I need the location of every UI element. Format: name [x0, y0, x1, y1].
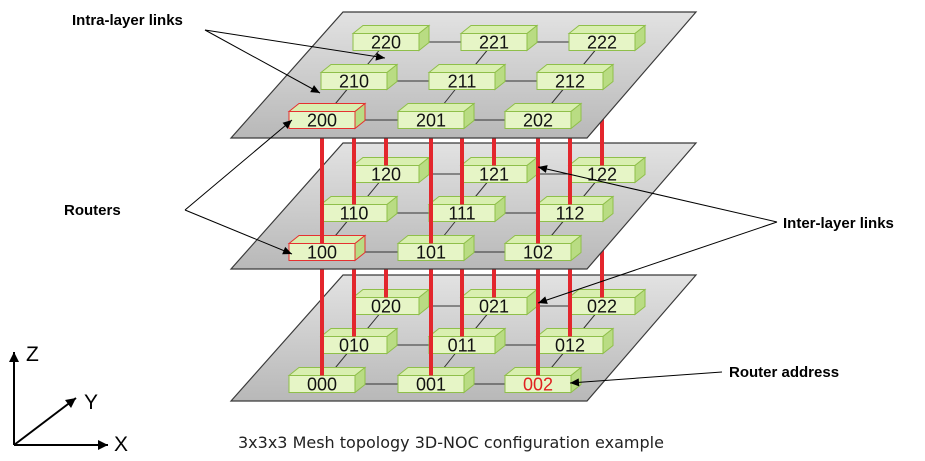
y-axis-arrow-head [65, 398, 76, 409]
router-address: 201 [416, 111, 446, 131]
router-210: 210 [319, 63, 399, 92]
router-front-face [460, 33, 528, 51]
router-212: 212 [535, 63, 615, 92]
router-address: 021 [479, 297, 509, 317]
router-000: 000 [287, 366, 367, 395]
router-122: 122 [567, 156, 647, 185]
routers-arrow-2-head [282, 246, 292, 255]
router-110: 110 [319, 195, 399, 224]
intra-layer-links-label: Intra-layer links [72, 12, 183, 29]
router-front-face [536, 72, 604, 90]
inter-layer-arrow-2-head [538, 296, 548, 304]
routers-label: Routers [64, 202, 121, 219]
router-address-arrow-head [570, 378, 580, 387]
layer-0: 020 021 022 010 011 012 000 001 002 [229, 274, 698, 402]
axes [9, 352, 108, 450]
router-address: 112 [556, 204, 585, 224]
router-address: 211 [448, 72, 477, 92]
layer-1: 120 121 122 110 111 112 100 101 102 [229, 142, 698, 270]
router-address: 101 [416, 243, 446, 263]
router-address: 002 [523, 375, 553, 395]
router-address: 102 [523, 243, 553, 263]
router-front-face [288, 111, 356, 129]
intra-layer-arrow-1-head [375, 52, 385, 61]
router-address-label: Router address [729, 364, 840, 381]
inter-layer-arrow-2 [537, 221, 778, 304]
router-address: 200 [307, 111, 337, 131]
router-022: 022 [567, 288, 647, 317]
router-021: 021 [459, 288, 539, 317]
router-address: 010 [339, 336, 369, 356]
router-121: 121 [459, 156, 539, 185]
router-220: 220 [351, 24, 431, 53]
router-address: 011 [448, 336, 477, 356]
router-200: 200 [287, 102, 367, 131]
x-axis-arrow-head [98, 440, 108, 450]
router-front-face [504, 111, 572, 129]
inter-layer-arrow-1-head [538, 165, 548, 173]
router-address: 022 [587, 297, 617, 317]
router-address: 202 [523, 111, 553, 131]
layer-2: 220 221 222 210 211 212 200 201 202 [229, 11, 698, 139]
routers-arrow-1 [184, 119, 293, 211]
figure-caption: 3x3x3 Mesh topology 3D-NOC configuration… [238, 433, 664, 452]
router-front-face [320, 72, 388, 90]
router-address: 110 [340, 204, 369, 224]
x-axis-label: X [114, 433, 129, 456]
router-front-face [568, 33, 636, 51]
router-address: 121 [479, 165, 509, 185]
router-100: 100 [287, 234, 367, 263]
router-020: 020 [351, 288, 431, 317]
router-address: 222 [587, 33, 617, 53]
router-address: 221 [479, 33, 509, 53]
y-axis-label: Y [84, 391, 99, 414]
annotation-arrows [184, 29, 778, 387]
router-address: 012 [555, 336, 585, 356]
router-102: 102 [503, 234, 583, 263]
router-101: 101 [396, 234, 476, 263]
router-front-face [397, 111, 465, 129]
router-202: 202 [503, 102, 583, 131]
router-address-arrow [569, 371, 723, 384]
router-address: 212 [555, 72, 585, 92]
intra-layer-arrow-2-head [310, 85, 320, 93]
routers-arrow-2 [184, 209, 293, 255]
router-002: 002 [503, 366, 583, 395]
router-112: 112 [535, 195, 615, 224]
router-221: 221 [459, 24, 539, 53]
router-001: 001 [396, 366, 476, 395]
router-201: 201 [396, 102, 476, 131]
y-axis-arrow [13, 397, 77, 446]
router-front-face [352, 33, 420, 51]
routers-arrow-1-head [282, 120, 292, 129]
router-address: 111 [448, 204, 475, 224]
inter-layer-arrow-1 [537, 166, 778, 223]
router-211: 211 [427, 63, 507, 92]
router-120: 120 [351, 156, 431, 185]
router-address: 100 [307, 243, 337, 263]
router-222: 222 [567, 24, 647, 53]
router-012: 012 [535, 327, 615, 356]
router-address: 210 [339, 72, 369, 92]
router-address: 000 [307, 375, 337, 395]
z-axis-label: Z [26, 343, 39, 366]
router-front-face [428, 72, 496, 90]
inter-layer-links-label: Inter-layer links [783, 215, 894, 232]
router-111: 111 [427, 195, 507, 224]
router-address: 020 [371, 297, 401, 317]
router-address: 220 [371, 33, 401, 53]
intra-layer-arrow-1 [204, 29, 386, 59]
z-axis-arrow-head [9, 352, 19, 362]
intra-layer-arrow-2 [204, 29, 321, 94]
router-address: 120 [371, 165, 401, 185]
router-address: 001 [416, 375, 446, 395]
router-011: 011 [427, 327, 507, 356]
router-010: 010 [319, 327, 399, 356]
